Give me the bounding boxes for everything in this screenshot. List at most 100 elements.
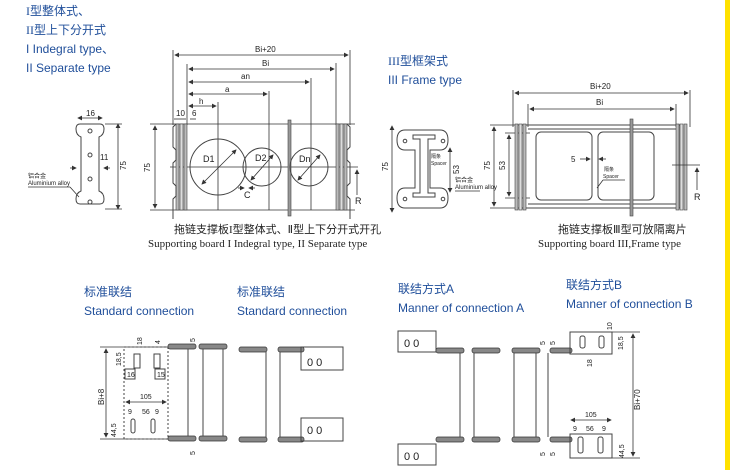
section-2-caption-en: Supporting board III,Frame type	[538, 238, 681, 250]
hole-label: Dn	[299, 154, 311, 164]
bolt-holes: 0 0	[307, 425, 322, 437]
spacer-cn: 隔条	[431, 153, 441, 160]
left-side-plate	[172, 123, 188, 219]
dim-label: 16	[86, 109, 95, 118]
connection-title-cn: 标准联结	[237, 285, 286, 299]
section-1-title: I型整体式、 II型上下分开式 I Indegral type、 II Sepa…	[26, 2, 114, 78]
dim-label: 53	[498, 161, 507, 170]
dim-label: 9	[573, 426, 577, 433]
bolt-holes: 0 0	[404, 338, 419, 350]
dim-label: 10	[176, 109, 185, 118]
dim-label: 4	[155, 340, 162, 344]
spacer-cn: 隔条	[604, 166, 614, 173]
dim-label: 5	[540, 452, 547, 456]
connection-title-standard-2: 标准联结 Standard connection	[237, 283, 347, 321]
connection-title-en: Manner of connection B	[566, 297, 693, 311]
connection-title-b: 联结方式B Manner of connection B	[566, 276, 693, 314]
dim-label: 44,5	[111, 423, 118, 437]
title-line: II Separate type	[26, 61, 111, 75]
material-cn: 铝合金	[455, 176, 473, 184]
dim-label: an	[241, 72, 250, 81]
dim-label: 5	[550, 341, 557, 345]
dim-label: 44,5	[619, 444, 626, 458]
dim-label: R	[355, 196, 362, 206]
integral-side-view: 16 11 75 铝合金 Aluminium alloy	[28, 109, 128, 210]
dim-label: 56	[586, 426, 594, 433]
dim-label: 18,5	[116, 352, 123, 366]
standard-connection-1-drawing: Bi+8 18 4 18,5 16 15 105 9 56 9 44,5 5 5	[97, 337, 228, 455]
dim-label: 5	[550, 452, 557, 456]
hole-label: D2	[255, 153, 267, 163]
title-line: I型整体式、	[26, 4, 90, 18]
connection-title-en: Manner of connection A	[398, 301, 525, 315]
connection-title-cn: 联结方式A	[398, 282, 455, 296]
dim-label: 53	[452, 165, 461, 174]
section-1-caption-cn: 拖链支撑板I型整体式、Ⅱ型上下分开式开孔	[174, 224, 382, 236]
bolt-holes: 0 0	[307, 357, 322, 369]
divider	[629, 118, 634, 217]
title-line: II型上下分开式	[26, 23, 106, 37]
dim-label: 5	[190, 451, 197, 455]
dim-label: 11	[100, 153, 109, 162]
material-en: Aluminium alloy	[455, 185, 497, 191]
right-side-plate	[335, 123, 351, 219]
dim-label: 5	[190, 338, 197, 342]
dim-label: 9	[602, 426, 606, 433]
spacer-en: Spacer	[431, 161, 447, 167]
integral-front-view: Bi+20 Bi an a h 10 6 75	[143, 45, 362, 219]
connection-title-en: Standard connection	[84, 304, 195, 318]
dim-label: 75	[143, 163, 152, 172]
dim-label: 5	[571, 155, 576, 164]
dim-label: 105	[585, 412, 597, 419]
dim-label: 10	[607, 322, 614, 330]
dim-label: R	[694, 192, 701, 202]
spacer-en: Spacer	[603, 174, 619, 180]
connection-title-en: Standard connection	[237, 304, 348, 318]
connection-title-a: 联结方式A Manner of connection A	[398, 280, 524, 318]
dim-label: 18,5	[618, 336, 625, 350]
hole-label: D1	[203, 154, 215, 164]
dim-label: Bi+20	[590, 82, 611, 91]
dim-label: C	[244, 190, 251, 200]
dim-label: 9	[155, 409, 159, 416]
section-2-title: III型框架式 III Frame type	[388, 52, 462, 90]
title-line: III型框架式	[388, 54, 448, 68]
dim-label: a	[225, 85, 230, 94]
hole-d1	[189, 138, 247, 196]
frame-front-view: Bi+20 Bi 75 53 5 隔条 Spacer R	[483, 82, 701, 217]
dim-label: 9	[128, 409, 132, 416]
dim-label: Bi+20	[255, 45, 276, 54]
connection-b-drawing: 10 18 18,5 Bi+70 105 9 56 9 44,5 5 5	[547, 322, 642, 459]
bolt-holes: 0 0	[404, 451, 419, 463]
dim-label: h	[199, 97, 203, 106]
title-line: III Frame type	[388, 73, 463, 87]
dim-label: 5	[540, 341, 547, 345]
material-en: Aluminium alloy	[28, 181, 70, 187]
standard-connection-2-drawing: 0 0 0 0	[238, 346, 344, 443]
dim-label: Bi+8	[97, 388, 106, 405]
frame-cell	[535, 131, 593, 201]
dim-label: 16	[127, 372, 135, 379]
section-1-caption-en: Supporting board I Indegral type, II Sep…	[148, 238, 368, 250]
divider	[287, 119, 292, 217]
dim-label: 75	[483, 161, 492, 170]
dim-label: 15	[157, 372, 165, 379]
section-2-caption-cn: 拖链支撑板Ⅲ型可放隔离片	[558, 224, 687, 236]
dim-label: 75	[381, 162, 390, 171]
frame-cell	[597, 131, 655, 201]
dim-label: Bi+70	[633, 389, 642, 410]
connection-title-cn: 联结方式B	[566, 278, 623, 292]
dim-label: 105	[140, 394, 152, 401]
material-cn: 铝合金	[28, 172, 46, 180]
title-line: I Indegral type、	[26, 42, 115, 56]
dim-label: Bi	[596, 98, 603, 107]
dim-label: Bi	[262, 59, 269, 68]
dim-label: 18	[587, 359, 594, 367]
dim-label: 56	[142, 409, 150, 416]
hole-d2	[242, 147, 282, 187]
dim-label: 75	[119, 161, 128, 170]
dim-label: 18	[137, 337, 144, 345]
connection-a-drawing: 0 0 0 0 5 5	[397, 330, 547, 466]
hole-dn	[289, 147, 329, 187]
